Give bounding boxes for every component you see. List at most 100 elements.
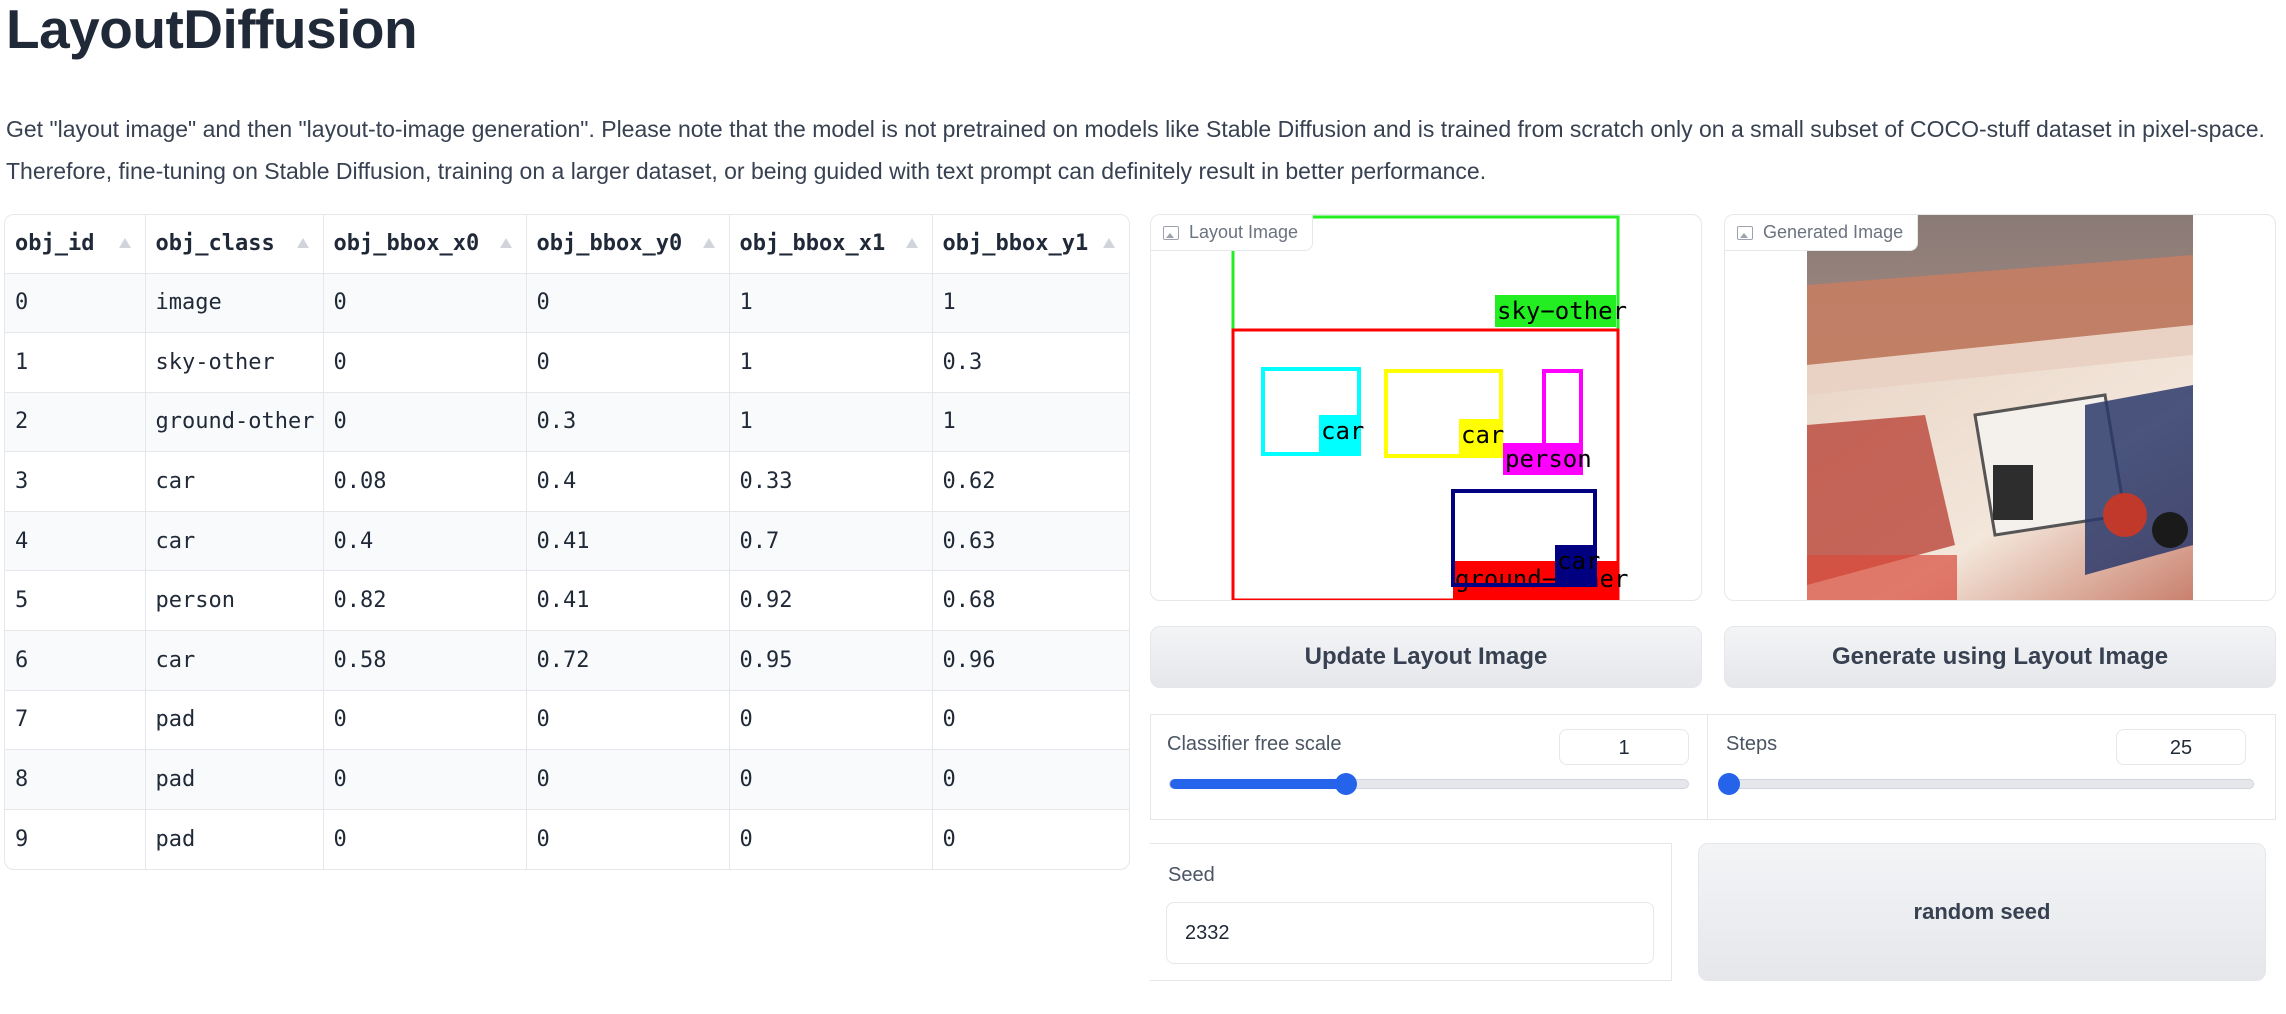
- table-cell[interactable]: 0.92: [729, 570, 933, 632]
- table-cell[interactable]: 0: [526, 332, 730, 393]
- gen-wheel: [2152, 512, 2188, 548]
- sort-icon[interactable]: [702, 238, 715, 248]
- table-cell[interactable]: pad: [145, 809, 324, 869]
- sort-icon[interactable]: [1103, 238, 1115, 248]
- steps-slider[interactable]: [1718, 773, 2254, 795]
- table-cell[interactable]: 0.4: [323, 511, 527, 572]
- table-cell[interactable]: 0.58: [323, 630, 527, 691]
- table-cell[interactable]: 1: [932, 273, 1129, 334]
- table-cell[interactable]: 0: [323, 749, 527, 810]
- col-header-y1[interactable]: obj_bbox_y1: [932, 215, 1129, 274]
- sort-icon[interactable]: [118, 238, 131, 248]
- table-cell[interactable]: 1: [5, 332, 146, 393]
- col-header-label: obj_bbox_x1: [739, 231, 886, 257]
- table-cell[interactable]: car: [145, 630, 324, 691]
- bbox-car-1-label: car: [1321, 417, 1364, 445]
- table-cell[interactable]: person: [145, 570, 324, 632]
- sort-icon[interactable]: [296, 238, 309, 248]
- table-cell[interactable]: 0: [323, 809, 527, 869]
- table-cell[interactable]: 0.72: [526, 630, 730, 691]
- table-cell[interactable]: 0: [729, 809, 933, 869]
- table-cell[interactable]: pad: [145, 749, 324, 810]
- table-cell[interactable]: 1: [729, 392, 933, 453]
- table-cell[interactable]: 0: [932, 690, 1129, 751]
- table-cell[interactable]: 0.82: [323, 570, 527, 632]
- table-cell[interactable]: 7: [5, 690, 146, 751]
- table-cell[interactable]: 0.33: [729, 451, 933, 512]
- random-seed-button[interactable]: random seed: [1698, 843, 2266, 981]
- sort-icon[interactable]: [905, 238, 918, 248]
- table-cell[interactable]: 0.63: [932, 511, 1129, 572]
- steps-input[interactable]: 25: [2116, 729, 2246, 765]
- table-cell[interactable]: 0: [526, 809, 730, 869]
- steps-slider-thumb[interactable]: [1718, 773, 1740, 795]
- table-cell[interactable]: 3: [5, 451, 146, 512]
- table-cell[interactable]: 0.3: [526, 392, 730, 453]
- table-cell[interactable]: 0: [942, 826, 956, 852]
- table-cell[interactable]: 1: [729, 332, 933, 393]
- table-cell[interactable]: 2: [5, 392, 146, 453]
- table-cell[interactable]: 0: [526, 690, 730, 751]
- cfg-scale-slider[interactable]: [1169, 773, 1689, 795]
- generate-button[interactable]: Generate using Layout Image: [1724, 626, 2276, 688]
- seed-input[interactable]: 2332: [1166, 902, 1654, 964]
- table-cell[interactable]: 0.4: [526, 451, 730, 512]
- cfg-scale-slider-thumb[interactable]: [1335, 773, 1358, 795]
- table-cell[interactable]: 5: [5, 570, 146, 632]
- col-header-x0[interactable]: obj_bbox_x0: [323, 215, 527, 274]
- table-cell[interactable]: 0: [729, 749, 933, 810]
- steps-slider-block: Steps 25: [1708, 714, 2276, 820]
- table-cell[interactable]: car: [145, 511, 324, 572]
- bbox-table: obj_id obj_class obj_bbox_x0 obj_bbox_y0…: [4, 214, 1130, 870]
- table-cell[interactable]: 0: [526, 749, 730, 810]
- table-cell[interactable]: 0: [323, 392, 527, 453]
- table-cell[interactable]: pad: [145, 690, 324, 751]
- table-cell[interactable]: 0.08: [323, 451, 527, 512]
- table-cell[interactable]: 0.62: [932, 451, 1129, 512]
- table-cell[interactable]: 1: [932, 392, 1129, 453]
- table-cell[interactable]: car: [145, 451, 324, 512]
- table-cell[interactable]: 6: [5, 630, 146, 691]
- table-cell[interactable]: 8: [5, 749, 146, 810]
- table-cell[interactable]: 4: [5, 511, 146, 572]
- sort-icon[interactable]: [499, 238, 512, 248]
- table-cell[interactable]: 9: [5, 809, 146, 869]
- table-cell[interactable]: image: [145, 273, 324, 334]
- table-cell[interactable]: 0: [323, 690, 527, 751]
- table-cell[interactable]: 0: [5, 273, 146, 334]
- table-cell[interactable]: ground-other: [145, 392, 324, 453]
- table-cell[interactable]: 0.96: [932, 630, 1129, 691]
- col-header-obj-id[interactable]: obj_id: [5, 215, 146, 274]
- table-cell[interactable]: 0.41: [526, 511, 730, 572]
- table-cell[interactable]: 0: [323, 273, 527, 334]
- table-cell[interactable]: 0: [526, 273, 730, 334]
- table-cell[interactable]: 0.95: [729, 630, 933, 691]
- table-cell[interactable]: 0.68: [932, 570, 1129, 632]
- table-cell[interactable]: 0.7: [729, 511, 933, 572]
- table-cell[interactable]: 0: [323, 332, 527, 393]
- update-layout-button[interactable]: Update Layout Image: [1150, 626, 1702, 688]
- col-header-x1[interactable]: obj_bbox_x1: [729, 215, 933, 274]
- table-cell[interactable]: 0: [729, 690, 933, 751]
- table-cell[interactable]: sky-other: [145, 332, 324, 393]
- cfg-scale-input[interactable]: 1: [1559, 729, 1689, 765]
- table-cell[interactable]: 0.41: [526, 570, 730, 632]
- table-cell[interactable]: 0: [932, 749, 1129, 810]
- image-icon: [1163, 225, 1179, 240]
- bbox-car-2: [1384, 369, 1503, 458]
- table-cell[interactable]: 0.3: [932, 332, 1129, 393]
- col-header-obj-class[interactable]: obj_class: [145, 215, 324, 274]
- col-header-y0[interactable]: obj_bbox_y0: [526, 215, 730, 274]
- col-header-label: obj_bbox_y0: [536, 231, 683, 257]
- table-cell[interactable]: 1: [729, 273, 933, 334]
